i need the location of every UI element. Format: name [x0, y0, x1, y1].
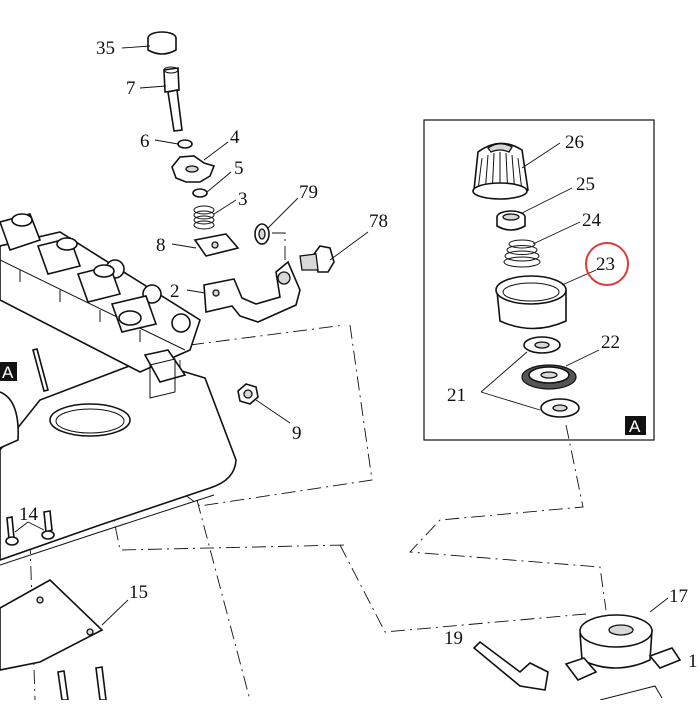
cup-23[interactable] — [495, 275, 567, 330]
bracket-slot — [143, 349, 187, 399]
label-5: 5 — [234, 158, 244, 179]
nut-9[interactable] — [237, 383, 259, 405]
label-6: 6 — [140, 131, 150, 152]
label-4: 4 — [230, 127, 240, 148]
lamp-78[interactable] — [299, 245, 335, 273]
spring-3[interactable] — [193, 205, 215, 230]
cap-35[interactable] — [147, 31, 177, 55]
label-19: 19 — [444, 628, 463, 649]
pin — [32, 348, 49, 392]
star-wheel-4[interactable] — [171, 155, 216, 183]
label-2: 2 — [170, 281, 180, 302]
label-8: 8 — [156, 235, 166, 256]
label-9: 9 — [292, 423, 302, 444]
disc-22[interactable] — [521, 364, 577, 390]
badge-a-main — [0, 362, 17, 381]
main-housing — [0, 359, 237, 566]
label-25: 25 — [576, 174, 595, 195]
plate-15[interactable] — [0, 579, 104, 671]
strap-19[interactable] — [472, 640, 549, 691]
screw-bottom-right[interactable] — [95, 666, 107, 701]
label-17: 17 — [669, 586, 688, 607]
highlight-circle-23 — [585, 242, 629, 286]
washer-21-lower[interactable] — [540, 398, 580, 418]
label-22: 22 — [601, 332, 620, 353]
badge-a-inset-text: A — [629, 417, 641, 436]
clip-6[interactable] — [177, 139, 193, 149]
bracket-2[interactable] — [203, 260, 301, 323]
screw-14-left[interactable] — [5, 516, 19, 546]
label-23[interactable]: 23 — [596, 254, 615, 275]
badge-a-main-text: A — [2, 363, 14, 382]
switch-row-assembly — [0, 231, 201, 373]
washer-79[interactable] — [254, 223, 270, 245]
label-35: 35 — [96, 38, 115, 59]
label-21: 21 — [447, 385, 466, 406]
washer-21-upper[interactable] — [523, 336, 561, 354]
switch-unit-1[interactable] — [0, 213, 42, 252]
plate-8[interactable] — [193, 233, 240, 257]
spring-24[interactable] — [503, 239, 541, 268]
ring-5[interactable] — [192, 188, 208, 198]
label-79: 79 — [299, 182, 318, 203]
label-24: 24 — [582, 210, 602, 231]
label-14: 14 — [19, 504, 39, 525]
label-7: 7 — [126, 78, 136, 99]
screw-14-right[interactable] — [41, 510, 55, 540]
label-26: 26 — [565, 132, 584, 153]
label-15: 15 — [129, 582, 148, 603]
knob-cap-26[interactable] — [472, 142, 529, 200]
collar-25[interactable] — [496, 210, 526, 231]
label-18-partial: 1 — [688, 651, 698, 672]
label-3: 3 — [238, 189, 248, 210]
badge-a-inset — [625, 416, 646, 435]
label-78: 78 — [369, 211, 388, 232]
switch-unit-4[interactable] — [110, 295, 191, 333]
shaft-7[interactable] — [163, 66, 183, 132]
screw-bottom-left[interactable] — [57, 670, 69, 701]
buzzer-17[interactable] — [564, 614, 682, 701]
inset-detail-frame — [423, 119, 655, 441]
